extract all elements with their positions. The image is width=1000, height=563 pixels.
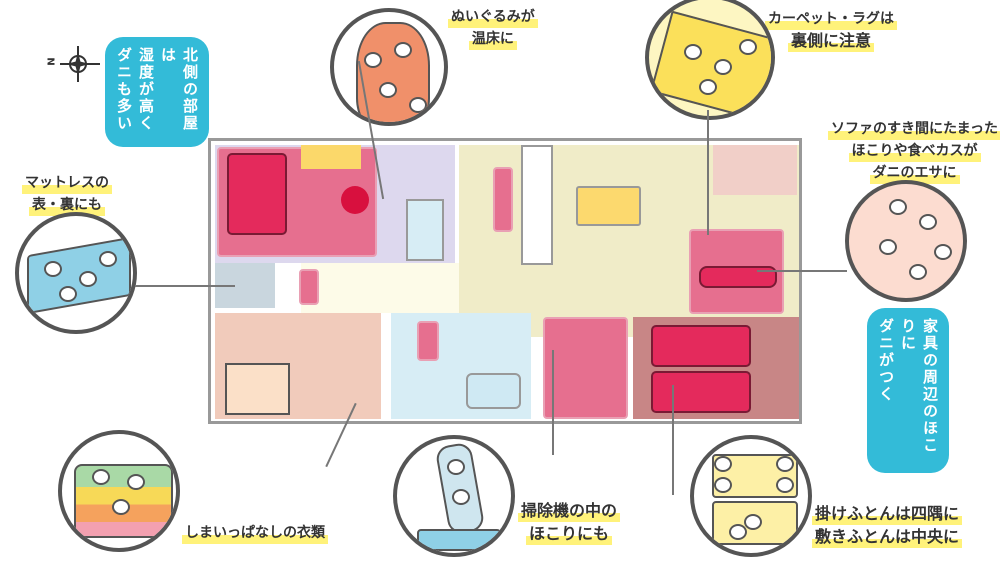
carpet-circle — [645, 0, 775, 120]
sofa-line-2: ほこりや食べカスが — [848, 140, 981, 162]
bathtub — [466, 373, 521, 409]
futon-1 — [651, 325, 751, 367]
carpet-label: カーペット・ラグは 裏側に注意 — [765, 8, 897, 53]
carpet-image — [650, 10, 771, 116]
stuffed-toy-label: ぬいぐるみが 温床に — [448, 6, 538, 50]
futon-line-1: 掛けふとんは四隅に — [812, 503, 963, 525]
leader-line — [135, 285, 235, 287]
futon-label: 掛けふとんは四隅に 敷きふとんは中央に — [812, 503, 963, 549]
stuffed-toy-line-1: ぬいぐるみが — [448, 6, 538, 28]
vacuum-circle — [393, 435, 515, 557]
leader-line — [707, 110, 709, 235]
bath-mat — [417, 321, 439, 361]
study-desk — [225, 363, 290, 415]
sofa-line-3: ダニのエサに — [869, 162, 960, 184]
furniture-bubble: 家具の周辺のほこりに ダニがつく — [867, 308, 949, 473]
kitchen-mat — [493, 167, 513, 232]
toilet-room — [406, 199, 444, 261]
compass-north-letter: N — [46, 57, 58, 66]
tv-area — [713, 145, 797, 195]
vacuum-line-2: ほこりにも — [526, 523, 613, 545]
mattress-label: マットレスの 表・裏にも — [22, 172, 112, 216]
vacuum-label: 掃除機の中の ほこりにも — [518, 500, 621, 546]
leader-line — [672, 385, 674, 495]
leader-line — [552, 350, 554, 455]
bed — [227, 153, 287, 235]
futon-circle — [690, 435, 812, 557]
clothes-line-1: しまいっぱなしの衣類 — [182, 522, 328, 544]
carpet-line-1: カーペット・ラグは — [765, 8, 897, 30]
sofa-line-1: ソファのすき間にたまった — [828, 118, 1000, 140]
furniture-line-1: 家具の周辺のほこりに — [899, 318, 939, 454]
stuffed-toy-line-2: 温床に — [468, 28, 517, 50]
closet — [543, 317, 628, 419]
desk — [301, 145, 361, 169]
clothes-circle — [58, 430, 180, 552]
north-room-line-1: 北側の部屋は — [159, 47, 199, 132]
compass-icon: N — [47, 44, 102, 84]
dining-table — [576, 186, 641, 226]
vacuum-line-1: 掃除機の中の — [518, 500, 621, 522]
futon-2 — [651, 371, 751, 413]
mattress-circle — [15, 212, 137, 334]
clothes-label: しまいっぱなしの衣類 — [182, 522, 328, 544]
carpet-line-2: 裏側に注意 — [787, 30, 874, 52]
north-room-line-2: 湿度が高く — [137, 47, 155, 132]
kitchen-counter — [521, 145, 553, 265]
north-room-bubble: 北側の部屋は 湿度が高く ダニも多い — [105, 37, 209, 147]
sofa-circle — [845, 180, 967, 302]
mattress-line-2: 表・裏にも — [29, 194, 105, 216]
futon-line-2: 敷きふとんは中央に — [812, 526, 963, 548]
stuffed-toy-spot — [341, 186, 369, 214]
entrance-mat — [299, 269, 319, 305]
stuffed-toy-circle — [330, 8, 448, 126]
leader-line — [757, 270, 847, 272]
sofa-label: ソファのすき間にたまった ほこりや食べカスが ダニのエサに — [828, 118, 1000, 184]
north-room-line-3: ダニも多い — [115, 47, 133, 132]
floor-plan — [208, 138, 802, 424]
entrance-hall — [301, 263, 459, 313]
mattress-line-1: マットレスの — [22, 172, 112, 194]
furniture-line-2: ダニがつく — [877, 318, 895, 403]
